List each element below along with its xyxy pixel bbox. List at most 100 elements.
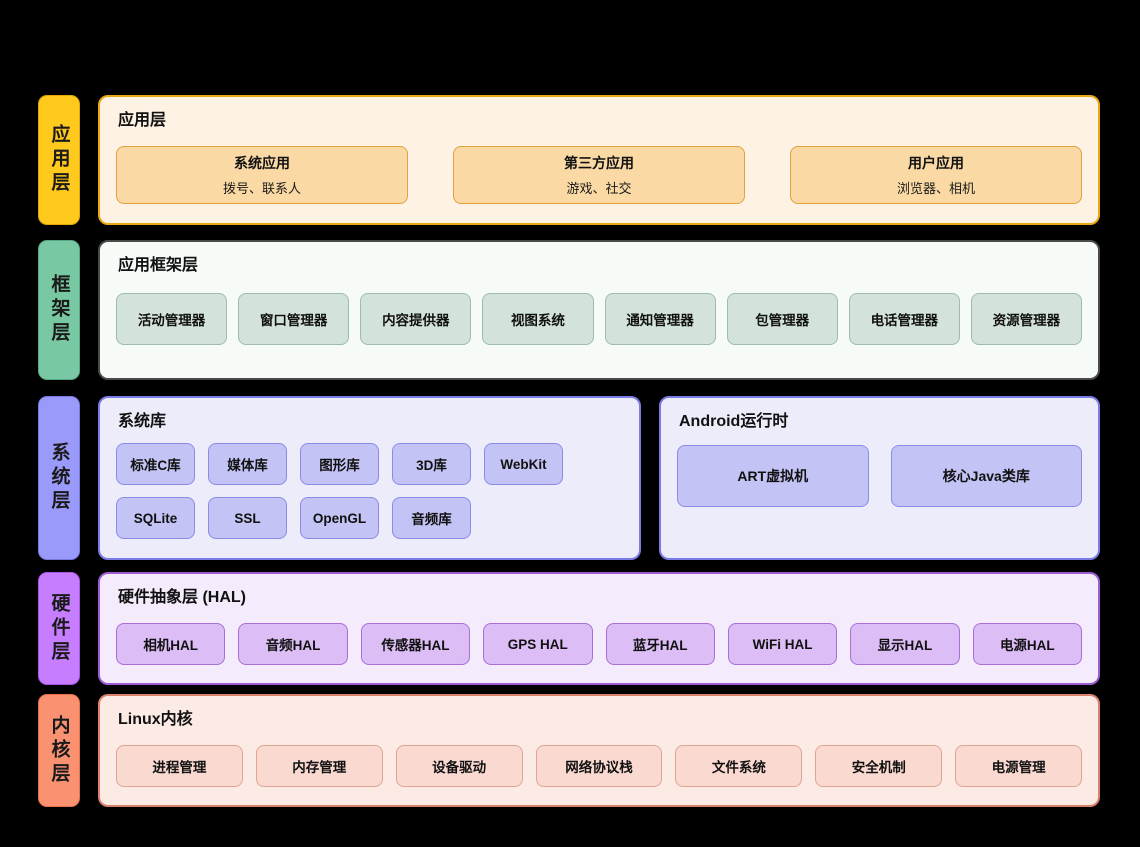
item-title: 蓝牙HAL <box>632 638 688 654</box>
item-box[interactable]: SSL <box>208 497 287 540</box>
item-box[interactable]: 蓝牙HAL <box>605 623 715 666</box>
item-subtitle: 拨号、联系人 <box>222 181 301 197</box>
item-title: 视图系统 <box>510 313 565 329</box>
item-box[interactable]: 电话管理器 <box>848 293 960 346</box>
item-title: 进程管理 <box>152 760 207 776</box>
items-row-kernel: 进程管理 内存管理 设备驱动 网络协议栈 文件系统 安全机制 电源管理 <box>116 745 1083 788</box>
item-title: 安全机制 <box>851 760 906 776</box>
item-box[interactable]: 安全机制 <box>815 745 943 788</box>
item-box[interactable]: 显示HAL <box>850 623 960 666</box>
item-title: 用户应用 <box>908 155 964 172</box>
item-title: 第三方应用 <box>564 155 634 172</box>
item-title: 网络协议栈 <box>565 760 633 776</box>
item-title: GPS HAL <box>507 636 568 652</box>
layer-application: 应用层 应用层 系统应用 拨号、联系人 第三方应用 游戏、社交 用户应用 浏览器… <box>38 95 1100 225</box>
layer-tab-kernel[interactable]: 内核层 <box>38 694 80 807</box>
item-title: WiFi HAL <box>752 636 813 652</box>
item-title: WebKit <box>500 456 547 472</box>
panel-title-system-libraries: 系统库 <box>118 413 167 430</box>
item-title: 显示HAL <box>877 638 933 654</box>
item-box[interactable]: 第三方应用 游戏、社交 <box>453 146 745 205</box>
item-box[interactable]: 文件系统 <box>675 745 803 788</box>
item-box[interactable]: 核心Java类库 <box>890 445 1082 508</box>
layer-hardware: 硬件层 硬件抽象层 (HAL) 相机HAL 音频HAL 传感器HAL GPS H… <box>38 572 1100 685</box>
item-box[interactable]: SQLite <box>116 497 195 540</box>
item-box[interactable]: 通知管理器 <box>604 293 716 346</box>
items-row-framework: 活动管理器 窗口管理器 内容提供器 视图系统 通知管理器 包管理器 电话管理器 … <box>116 293 1082 346</box>
layer-tab-system[interactable]: 系统层 <box>38 396 80 560</box>
item-title: 电源HAL <box>999 638 1055 654</box>
panel-android-runtime: Android运行时 ART虚拟机 核心Java类库 <box>659 396 1100 560</box>
item-title: 音频库 <box>411 512 452 528</box>
item-box[interactable]: 活动管理器 <box>116 293 228 346</box>
item-box[interactable]: 3D库 <box>392 443 471 486</box>
layer-system: 系统层 系统库 标准C库 媒体库 图形库 3D库 WebKit SQLite S… <box>38 396 1100 560</box>
item-box[interactable]: 传感器HAL <box>360 623 471 666</box>
items-row-libraries-2: SQLite SSL OpenGL 音频库 <box>116 497 623 540</box>
item-title: 标准C库 <box>130 458 181 474</box>
item-title: 电源管理 <box>991 760 1046 776</box>
layer-tab-application[interactable]: 应用层 <box>38 95 80 225</box>
item-title: ART虚拟机 <box>737 468 809 485</box>
item-box[interactable]: ART虚拟机 <box>677 445 869 508</box>
item-box[interactable]: GPS HAL <box>483 623 593 666</box>
item-box[interactable]: WiFi HAL <box>727 623 838 666</box>
item-box[interactable]: 设备驱动 <box>395 745 523 788</box>
item-title: OpenGL <box>312 510 367 526</box>
item-box[interactable]: 内存管理 <box>255 745 383 788</box>
layer-tab-framework[interactable]: 框架层 <box>38 240 80 380</box>
item-title: 电话管理器 <box>870 313 939 329</box>
item-box[interactable]: 用户应用 浏览器、相机 <box>790 146 1082 205</box>
panel-title-framework: 应用框架层 <box>118 257 199 274</box>
layer-framework: 框架层 应用框架层 活动管理器 窗口管理器 内容提供器 视图系统 通知管理器 包… <box>38 240 1100 380</box>
item-box[interactable]: 相机HAL <box>116 623 226 666</box>
layer-tab-hardware[interactable]: 硬件层 <box>38 572 80 685</box>
item-title: 图形库 <box>319 458 360 474</box>
layer-tab-label: 内核层 <box>48 714 70 787</box>
item-title: 相机HAL <box>143 638 199 654</box>
layer-tab-label: 应用层 <box>48 124 70 196</box>
panel-system-libraries: 系统库 标准C库 媒体库 图形库 3D库 WebKit SQLite SSL O… <box>98 396 641 560</box>
layer-tab-label: 框架层 <box>48 274 70 346</box>
item-box[interactable]: 视图系统 <box>482 293 594 346</box>
item-title: 窗口管理器 <box>259 313 328 329</box>
item-title: 包管理器 <box>755 313 810 329</box>
item-box[interactable]: 电源HAL <box>972 623 1082 666</box>
item-title: 内存管理 <box>292 760 347 776</box>
item-title: 文件系统 <box>711 760 766 776</box>
item-box[interactable]: 媒体库 <box>208 443 287 486</box>
item-title: 内容提供器 <box>382 313 450 329</box>
item-box[interactable]: 音频HAL <box>238 623 348 666</box>
item-box[interactable]: 进程管理 <box>116 745 243 788</box>
items-row-runtime: ART虚拟机 核心Java类库 <box>677 445 1082 508</box>
system-panels-wrap: 系统库 标准C库 媒体库 图形库 3D库 WebKit SQLite SSL O… <box>98 396 1100 560</box>
item-box[interactable]: 系统应用 拨号、联系人 <box>116 146 408 205</box>
item-box[interactable]: 网络协议栈 <box>535 745 663 788</box>
item-box[interactable]: 标准C库 <box>116 443 195 486</box>
item-box[interactable]: 图形库 <box>300 443 379 486</box>
item-box[interactable]: 包管理器 <box>726 293 838 346</box>
item-title: 音频HAL <box>265 638 321 654</box>
items-row-hardware: 相机HAL 音频HAL 传感器HAL GPS HAL 蓝牙HAL WiFi HA… <box>116 623 1082 666</box>
item-title: SSL <box>234 510 261 526</box>
item-title: 活动管理器 <box>137 313 206 329</box>
item-box[interactable]: 电源管理 <box>955 745 1083 788</box>
item-box[interactable]: 窗口管理器 <box>238 293 350 346</box>
item-box[interactable]: OpenGL <box>300 497 379 540</box>
item-title: 通知管理器 <box>626 313 694 329</box>
panel-title-hardware-abstraction: 硬件抽象层 (HAL) <box>118 589 246 606</box>
item-subtitle: 浏览器、相机 <box>896 181 975 197</box>
item-box[interactable]: 资源管理器 <box>970 293 1082 346</box>
item-box[interactable]: 内容提供器 <box>360 293 472 346</box>
item-box[interactable]: WebKit <box>484 443 563 486</box>
panel-framework: 应用框架层 活动管理器 窗口管理器 内容提供器 视图系统 通知管理器 包管理器 … <box>98 240 1100 380</box>
panel-title-application: 应用层 <box>118 112 167 129</box>
item-title: 系统应用 <box>234 155 290 172</box>
layer-kernel: 内核层 Linux内核 进程管理 内存管理 设备驱动 网络协议栈 文件系统 安全… <box>38 694 1100 807</box>
items-row-spacer <box>484 497 563 539</box>
item-title: 3D库 <box>416 458 447 474</box>
layer-tab-label: 硬件层 <box>48 592 70 665</box>
item-box[interactable]: 音频库 <box>392 497 471 540</box>
item-title: SQLite <box>133 510 178 526</box>
